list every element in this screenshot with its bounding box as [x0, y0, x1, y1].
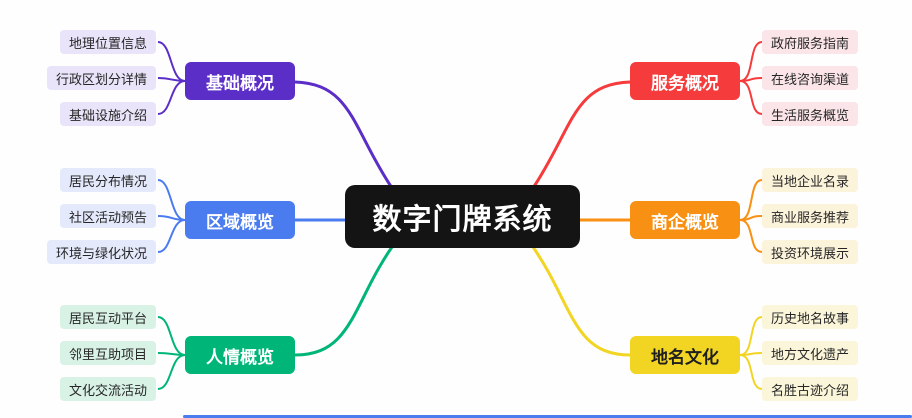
connector-business-child-2: [739, 219, 763, 253]
connector-basic-child-2: [157, 80, 186, 115]
branch-node-community-overview[interactable]: 人情概览: [185, 336, 295, 374]
connector-business-child-0: [739, 179, 763, 221]
connector-region-child-2: [157, 219, 186, 253]
connector-community-child-0: [157, 316, 186, 356]
connector-region-child-0: [157, 179, 186, 221]
connector-community-child-1: [157, 352, 186, 356]
child-node[interactable]: 地理位置信息: [59, 30, 156, 54]
child-node[interactable]: 文化交流活动: [59, 377, 156, 401]
horizontal-scrollbar[interactable]: [183, 415, 912, 418]
connector-center-basic: [294, 80, 394, 189]
child-node[interactable]: 环境与绿化状况: [46, 240, 156, 264]
child-node[interactable]: 居民互动平台: [59, 305, 156, 329]
connector-culture-child-1: [739, 352, 763, 356]
branch-node-region-overview[interactable]: 区域概览: [185, 201, 295, 239]
child-node[interactable]: 政府服务指南: [762, 30, 859, 54]
child-node[interactable]: 居民分布情况: [59, 168, 156, 192]
branch-node-placename-culture[interactable]: 地名文化: [630, 336, 740, 374]
connector-service-child-1: [739, 77, 763, 82]
child-node[interactable]: 当地企业名录: [762, 168, 859, 192]
child-node[interactable]: 社区活动预告: [59, 204, 156, 228]
connector-center-community: [294, 246, 394, 357]
child-node[interactable]: 邻里互助项目: [59, 341, 156, 365]
connector-basic-child-1: [157, 77, 186, 82]
connector-community-child-2: [157, 354, 186, 390]
connector-business-child-1: [739, 215, 763, 221]
branch-node-business-overview[interactable]: 商企概览: [630, 201, 740, 239]
connector-service-child-2: [739, 80, 763, 115]
connector-culture-child-0: [739, 316, 763, 356]
child-node[interactable]: 历史地名故事: [762, 305, 859, 329]
child-node[interactable]: 地方文化遗产: [762, 341, 859, 365]
child-node[interactable]: 商业服务推荐: [762, 204, 859, 228]
center-node[interactable]: 数字门牌系统: [345, 185, 580, 248]
child-node[interactable]: 在线咨询渠道: [762, 66, 859, 90]
connector-service-child-0: [739, 41, 763, 82]
branch-node-basic-overview[interactable]: 基础概况: [185, 62, 295, 100]
connector-culture-child-2: [739, 354, 763, 390]
connector-region-child-1: [157, 215, 186, 221]
connector-center-culture: [531, 246, 631, 357]
child-node[interactable]: 生活服务概览: [762, 102, 859, 126]
child-node[interactable]: 投资环境展示: [762, 240, 859, 264]
child-node[interactable]: 行政区划分详情: [46, 66, 156, 90]
child-node[interactable]: 名胜古迹介绍: [762, 377, 859, 401]
branch-node-service-overview[interactable]: 服务概况: [630, 62, 740, 100]
child-node[interactable]: 基础设施介绍: [59, 102, 156, 126]
connector-center-service: [531, 80, 631, 189]
connector-basic-child-0: [157, 41, 186, 82]
